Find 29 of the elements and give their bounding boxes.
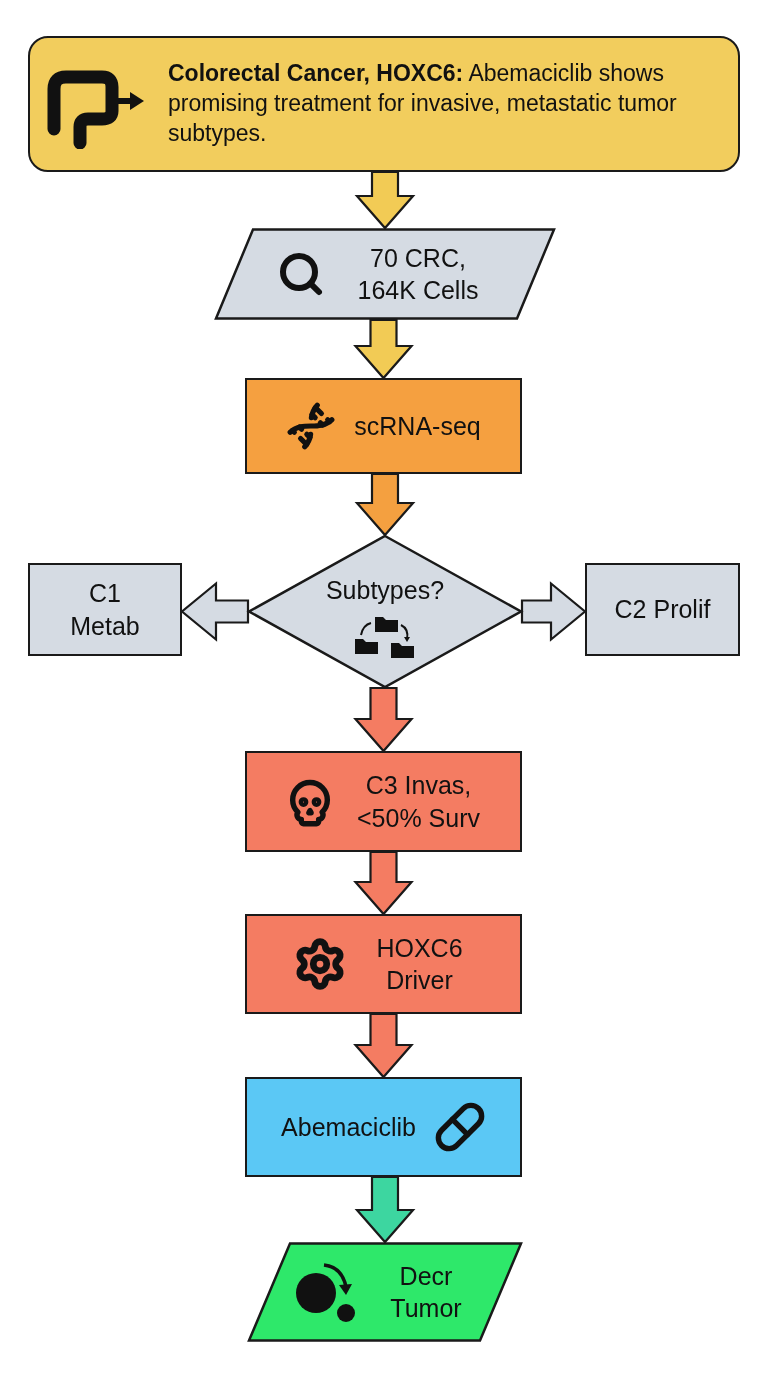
block-arrow: [520, 581, 587, 642]
node-label: 70 CRC, 164K Cells: [356, 242, 480, 306]
process-box: [245, 1077, 522, 1177]
node-label: scRNA-seq: [354, 410, 481, 442]
summary-banner: [28, 36, 740, 172]
node-label: C3 Invas, <50% Surv: [356, 770, 481, 834]
block-arrow: [180, 581, 250, 642]
node-label: C2 Prolif: [614, 594, 711, 626]
block-arrow: [353, 850, 414, 916]
node-label: C1 Metab: [69, 578, 141, 642]
node-label: HOXC6 Driver: [375, 932, 464, 996]
subtype-box: [585, 563, 740, 656]
process-box: [245, 914, 522, 1014]
data-parallelogram: [215, 228, 555, 320]
block-arrow: [354, 472, 416, 537]
summary-text: Colorectal Cancer, HOXC6: Abemaciclib shows promising treatment for invasive, metastatic tumor subtypes.: [168, 59, 678, 148]
node-label: Subtypes?: [325, 575, 445, 607]
outcome-parallelogram: [248, 1242, 522, 1342]
node-label: Decr Tumor: [389, 1260, 463, 1324]
node-label: Abemaciclib: [281, 1111, 416, 1143]
block-arrow: [354, 170, 416, 230]
block-arrow: [353, 318, 414, 380]
decision-diamond: [248, 535, 522, 688]
subtype-box: [28, 563, 182, 656]
block-arrow: [353, 686, 414, 753]
process-box: [245, 751, 522, 852]
block-arrow: [354, 1175, 416, 1244]
process-box: [245, 378, 522, 474]
block-arrow: [353, 1012, 414, 1079]
